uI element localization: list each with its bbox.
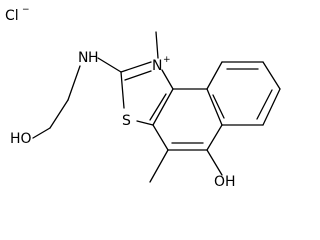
phenol-o-label: O: [214, 174, 225, 190]
bond-c9b-c4: [152, 124, 169, 151]
bond-ho-c1: [32, 127, 51, 139]
atom-labels: Cl − HO N H N + S O H: [5, 5, 236, 190]
bond-c5-c5a: [206, 124, 223, 151]
bond-c3a-c9b: [152, 88, 174, 126]
chain-hydroxyl-label: HO: [10, 131, 32, 147]
bond-c2-s: [120, 71, 125, 109]
bond-c7-c6-double: [256, 89, 273, 120]
ring-n-label: N: [152, 58, 162, 74]
bonds: [32, 31, 281, 183]
chloride-charge: −: [22, 5, 30, 15]
bond-nh-c2ring: [97, 57, 122, 73]
bond-c1-c2: [49, 99, 69, 129]
ring-n-charge: +: [163, 55, 171, 65]
bond-s-c9b: [136, 120, 154, 126]
bond-c3a-c9b-double: [149, 93, 167, 121]
bond-n-methyl: [155, 31, 159, 59]
bond-c8-c7: [262, 61, 281, 90]
bond-c5a-c9a: [206, 88, 223, 126]
sulfur-label: S: [122, 113, 131, 129]
bond-c5-oh: [206, 149, 223, 176]
bond-c7-c6: [262, 88, 281, 126]
phenol-h-label: H: [225, 174, 236, 190]
chemical-structure: Cl − HO N H N + S O H: [5, 5, 281, 190]
bond-n3-c3a: [161, 69, 174, 90]
chloride-symbol: Cl: [5, 8, 19, 24]
bond-c4-methyl: [149, 149, 169, 183]
bond-c2-n3-double: [124, 70, 152, 81]
amino-h-label: H: [88, 50, 99, 66]
amino-n-label: N: [78, 50, 88, 66]
bond-c9a-c5a-inner: [212, 94, 225, 119]
bond-c9a-c9: [206, 61, 223, 90]
bond-c2-nh: [67, 65, 81, 101]
bond-c2-n3: [120, 61, 152, 73]
